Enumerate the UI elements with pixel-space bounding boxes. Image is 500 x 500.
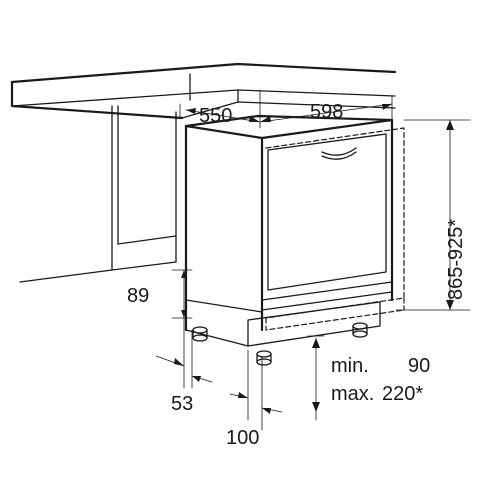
height-label: 865-925* bbox=[445, 219, 467, 300]
adjustable-feet bbox=[192, 322, 368, 366]
decor-door-outline bbox=[265, 127, 405, 331]
foot-offset-label: 53 bbox=[171, 393, 193, 415]
plinth-range-dimension bbox=[307, 335, 325, 421]
foot-offset-dimension bbox=[155, 317, 213, 389]
plinth-height-label: 89 bbox=[127, 285, 149, 307]
depth-dimension bbox=[179, 89, 261, 129]
depth-label: 550 bbox=[199, 105, 232, 127]
side-cabinet bbox=[19, 105, 177, 283]
plinth-max-label: max. bbox=[331, 383, 374, 405]
height-dimension bbox=[395, 119, 471, 311]
width-label: 598 bbox=[310, 101, 343, 123]
plinth-min-label: min. bbox=[331, 355, 369, 377]
plinth-recess-dimension bbox=[229, 349, 283, 431]
plinth-min-value: 90 bbox=[408, 355, 430, 377]
plinth-recess-label: 100 bbox=[226, 427, 259, 449]
plinth-max-value: 220* bbox=[382, 383, 423, 405]
width-dimension bbox=[259, 95, 393, 123]
plinth-height-dimension bbox=[171, 269, 193, 319]
dishwasher-body bbox=[184, 114, 394, 347]
